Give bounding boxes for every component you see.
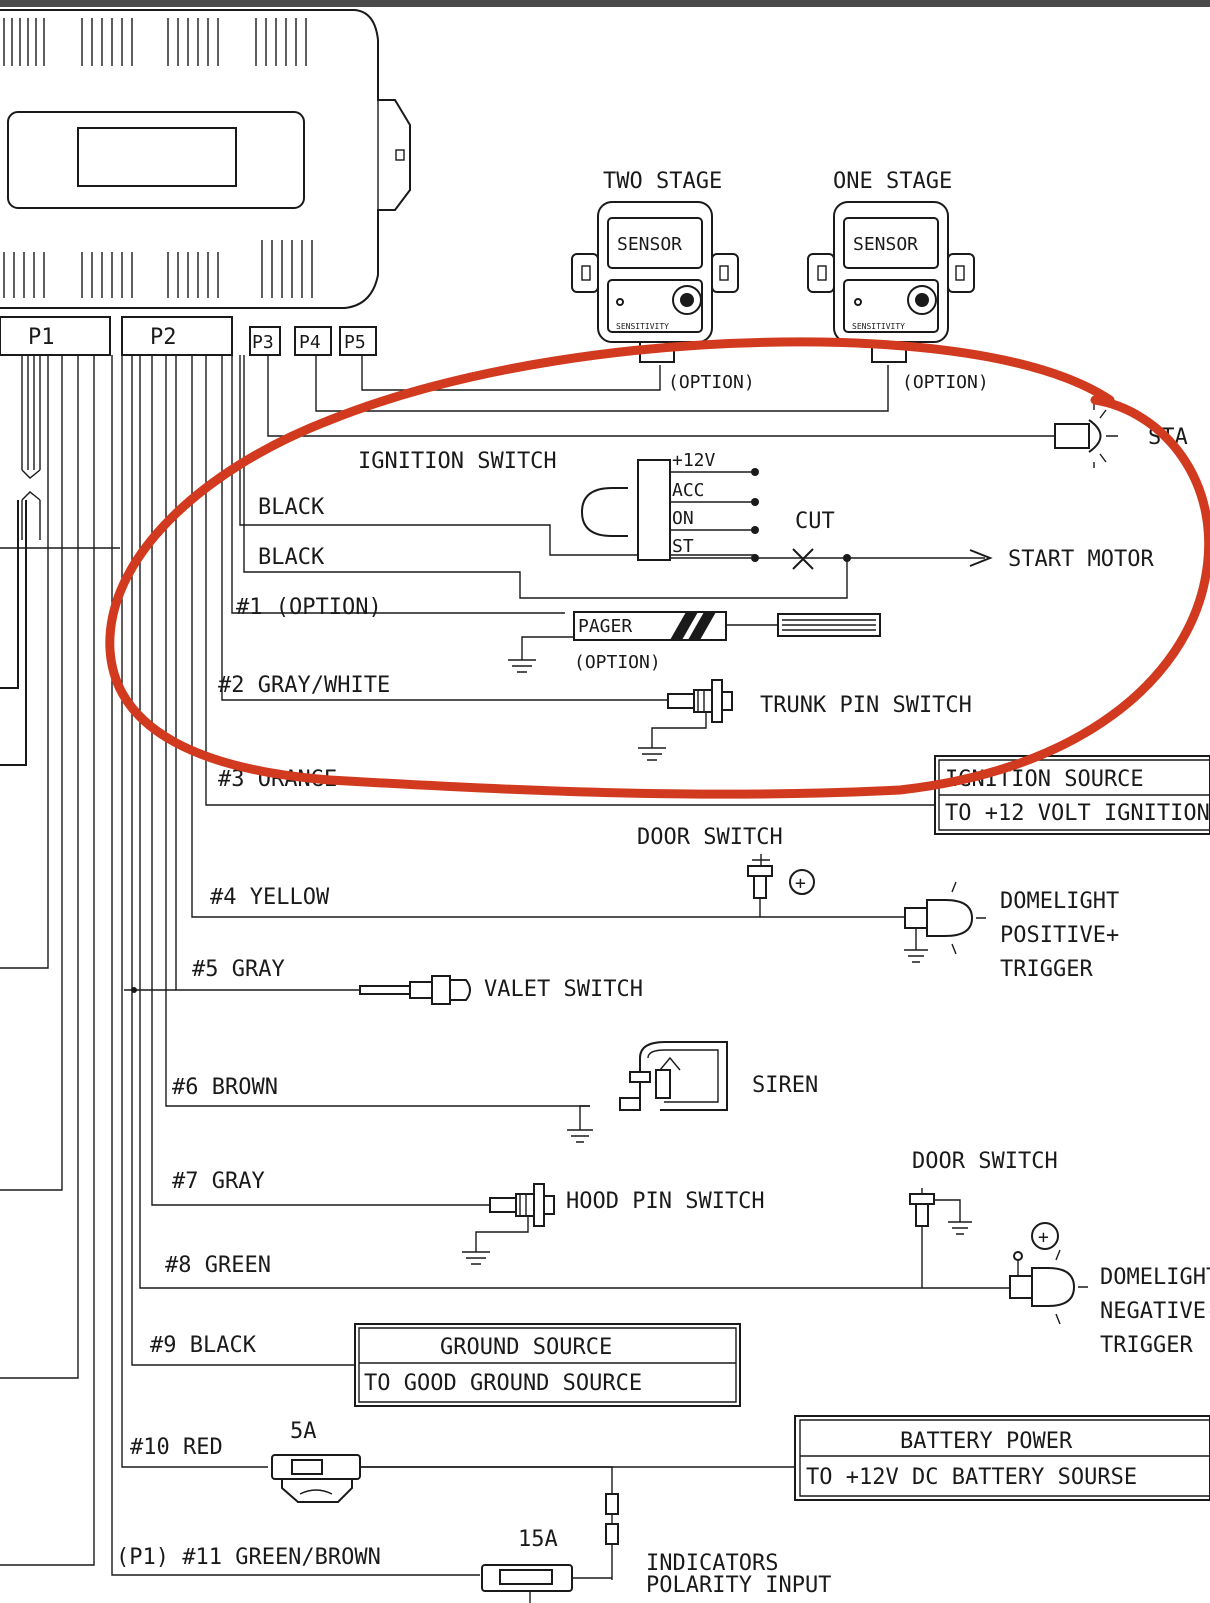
domelight-negative-line2: NEGATIVE- [1100, 1299, 1210, 1324]
connector-p2: P2 [121, 316, 233, 356]
connector-p3-label: P3 [252, 332, 274, 353]
indicators-polarity: (P1) #11 GREEN/BROWN 15A INDICATORS POLA… [116, 1527, 831, 1603]
ignition-source-sub: TO +12 VOLT IGNITION [945, 801, 1210, 826]
connector-p5: P5 [339, 326, 377, 356]
siren: #6 BROWN SIREN [172, 1041, 818, 1143]
connector-p2-label: P2 [150, 325, 177, 350]
ignition-cut-label: CUT [795, 509, 835, 534]
start-motor-label: START MOTOR [1008, 547, 1154, 572]
connector-p1-label: P1 [28, 325, 55, 350]
hood-pin-switch: #7 GRAY HOOD PIN SWITCH [172, 1169, 765, 1265]
wire-10-label: #10 RED [130, 1435, 223, 1460]
wire-6-label: #6 BROWN [172, 1075, 278, 1100]
domelight-positive-line2: POSITIVE+ [1000, 923, 1119, 948]
sensor-two-stage-title: TWO STAGE [603, 169, 722, 194]
ground-source: #9 BLACK GROUND SOURCE TO GOOD GROUND SO… [150, 1323, 741, 1407]
sensor-two-stage-dial: SENSITIVITY [616, 322, 669, 331]
wire-11-label: (P1) #11 GREEN/BROWN [116, 1545, 381, 1570]
pager: #1 (OPTION) PAGER (OPTION) [236, 595, 881, 673]
sensor-two-stage-option: (OPTION) [668, 372, 755, 393]
domelight-positive-line1: DOMELIGHT [1000, 889, 1119, 914]
ground-source-sub: TO GOOD GROUND SOURCE [364, 1371, 642, 1396]
ignition-terminal-acc: ACC [672, 480, 705, 501]
fuse-15a-label: 15A [518, 1527, 558, 1552]
ignition-terminal-st: ST [672, 536, 694, 557]
module-top-vents [3, 18, 307, 66]
module-display-frame [7, 111, 305, 209]
domelight-positive-line3: TRIGGER [1000, 957, 1093, 982]
trunk-pin-switch-label: TRUNK PIN SWITCH [760, 693, 972, 718]
domelight-positive: #4 YELLOW DOMELIGHT POSITIVE+ TRIGGER [210, 881, 1119, 982]
ignition-wire-black-1: BLACK [258, 495, 325, 520]
valet-switch-label: VALET SWITCH [484, 977, 643, 1002]
p2-harness [111, 355, 1010, 1576]
connector-p4: P4 [294, 326, 332, 356]
red-annotation-loop [105, 337, 1210, 799]
ignition-terminal-on: ON [672, 508, 694, 529]
sensor-one-stage-label: SENSOR [853, 234, 918, 255]
domelight-negative-line1: DOMELIGHT [1100, 1265, 1210, 1290]
door-switch-negative-label: DOOR SWITCH [912, 1149, 1058, 1174]
p1-harness [0, 355, 120, 1566]
connector-p5-label: P5 [344, 332, 366, 353]
domelight-negative: #8 GREEN + DOMELIGHT NEGATIVE- TRIGGER [165, 1222, 1210, 1358]
sensor-two-stage-label: SENSOR [617, 234, 682, 255]
wire-4-label: #4 YELLOW [210, 885, 330, 910]
door-switch-positive-label: DOOR SWITCH [637, 825, 783, 850]
module-display-window [77, 127, 237, 187]
pager-label: PAGER [578, 616, 632, 637]
door-switch-positive-plus: + [795, 873, 806, 894]
ground-source-title: GROUND SOURCE [440, 1335, 612, 1360]
siren-label: SIREN [752, 1073, 818, 1098]
fuse-5a-label: 5A [290, 1419, 317, 1444]
ignition-terminal-12v: +12V [672, 450, 716, 471]
battery-power-sub: TO +12V DC BATTERY SOURSE [806, 1465, 1137, 1490]
indicators-line2: POLARITY INPUT [646, 1573, 831, 1598]
sensor-one-stage: ONE STAGE SENSOR SENSITIVITY (OPTION) [807, 169, 989, 393]
battery-power-title: BATTERY POWER [900, 1429, 1073, 1454]
indicators-line1: INDICATORS [646, 1551, 778, 1576]
wire-1-label: #1 (OPTION) [236, 595, 382, 620]
hood-pin-switch-label: HOOD PIN SWITCH [566, 1189, 765, 1214]
wire-2-label: #2 GRAY/WHITE [218, 673, 390, 698]
ignition-switch-title: IGNITION SWITCH [358, 449, 557, 474]
wire-8-label: #8 GREEN [165, 1253, 271, 1278]
valet-switch: #5 GRAY VALET SWITCH [192, 957, 643, 1005]
domelight-negative-line3: TRIGGER [1100, 1333, 1193, 1358]
wire-9-label: #9 BLACK [150, 1333, 257, 1358]
ignition-switch: IGNITION SWITCH +12V ACC ON ST BLACK BLA… [258, 449, 1154, 572]
wire-7-label: #7 GRAY [172, 1169, 265, 1194]
ignition-wire-black-2: BLACK [258, 545, 325, 570]
wire-5-label: #5 GRAY [192, 957, 285, 982]
connector-p3: P3 [249, 326, 281, 356]
sensor-one-stage-option: (OPTION) [902, 372, 989, 393]
window-top-bar [0, 0, 1210, 7]
connector-p4-label: P4 [299, 332, 321, 353]
sensor-one-stage-dial: SENSITIVITY [852, 322, 905, 331]
module-bottom-vents [3, 240, 313, 298]
sensor-one-stage-title: ONE STAGE [833, 169, 952, 194]
pager-option: (OPTION) [574, 652, 661, 673]
door-switch-negative-plus: + [1038, 1227, 1049, 1248]
trunk-pin-switch: #2 GRAY/WHITE TRUNK PIN SWITCH [218, 673, 972, 761]
control-module [0, 9, 411, 309]
door-switch-negative: DOOR SWITCH [909, 1149, 1058, 1288]
door-switch-positive: DOOR SWITCH + [637, 825, 815, 917]
sensor-two-stage: TWO STAGE SENSOR SENSITIVITY (OPTION) [571, 169, 755, 393]
battery-power: #10 RED 5A BATTERY POWER TO +12V DC BATT… [130, 1415, 1210, 1580]
connector-p1: P1 [0, 316, 111, 356]
